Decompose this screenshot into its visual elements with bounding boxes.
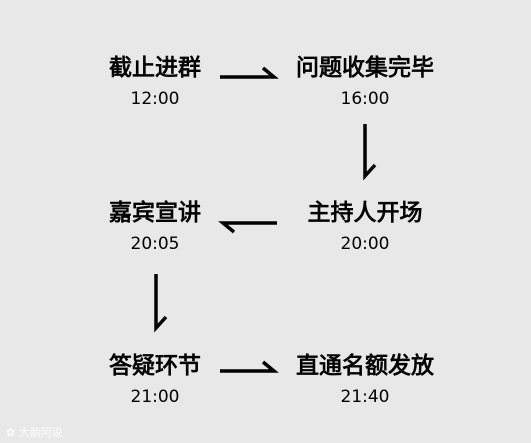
step-direct-quota-release: 直通名额发放 21:40 (270, 351, 460, 409)
arrow-right-icon (220, 66, 279, 79)
step-qa-session: 答疑环节 21:00 (60, 351, 250, 409)
step-cutoff-join-group: 截止进群 12:00 (60, 53, 250, 111)
watermark-logo: ✿ 大鹅阿说 (6, 426, 63, 439)
step-time: 16:00 (340, 89, 390, 109)
arrow-down-icon (154, 274, 168, 333)
step-questions-collected: 问题收集完毕 16:00 (270, 53, 460, 111)
step-time: 21:40 (340, 387, 390, 407)
step-guest-presentation: 嘉宾宣讲 20:05 (60, 198, 250, 256)
step-time: 20:05 (130, 234, 180, 254)
step-title: 问题收集完毕 (296, 55, 434, 81)
step-time: 12:00 (130, 89, 180, 109)
step-title: 答疑环节 (109, 353, 201, 379)
arrow-down-icon (363, 124, 377, 181)
arrow-left-icon (218, 221, 277, 234)
step-title: 嘉宾宣讲 (109, 200, 201, 226)
step-time: 21:00 (130, 387, 180, 407)
step-host-opening: 主持人开场 20:00 (270, 198, 460, 256)
step-time: 20:00 (340, 234, 390, 254)
step-title: 截止进群 (109, 55, 201, 81)
step-title: 直通名额发放 (296, 353, 434, 379)
arrow-right-icon (220, 360, 279, 373)
step-title: 主持人开场 (307, 200, 423, 226)
